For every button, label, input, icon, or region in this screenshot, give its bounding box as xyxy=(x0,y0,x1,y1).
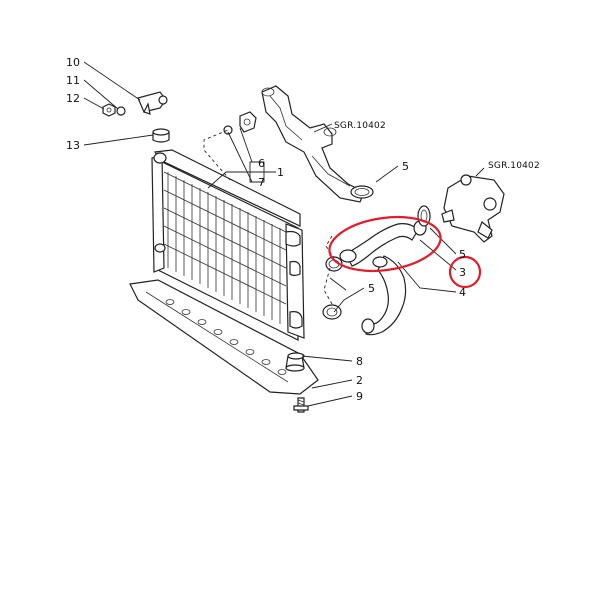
hose-4 xyxy=(361,255,407,336)
nut-12 xyxy=(102,103,116,117)
callout-8: 8 xyxy=(356,355,363,368)
cap-13 xyxy=(152,128,170,143)
callout-3: 3 xyxy=(459,266,466,279)
callout-7: 7 xyxy=(258,176,265,189)
reference-code-thermostat: SGR.10402 xyxy=(488,161,540,171)
rubber-mount-8 xyxy=(285,352,305,372)
callout-5-right: 5 xyxy=(459,248,466,261)
callout-6: 6 xyxy=(258,157,265,170)
lower-shroud xyxy=(129,279,319,395)
washer-11 xyxy=(116,106,126,116)
callout-11: 11 xyxy=(66,74,80,87)
upper-water-pipe xyxy=(261,85,365,203)
callout-13: 13 xyxy=(66,139,80,152)
callout-5-top: 5 xyxy=(402,160,409,173)
callout-9: 9 xyxy=(356,390,363,403)
callout-10: 10 xyxy=(66,56,80,69)
callout-2: 2 xyxy=(356,374,363,387)
sensor-10 xyxy=(137,91,168,115)
thermostat-housing xyxy=(441,174,505,243)
highlight-circle-callout-3 xyxy=(448,255,482,289)
callout-5-mid: 5 xyxy=(368,282,375,295)
highlight-ellipse-hose-3 xyxy=(328,215,442,273)
bolt-9 xyxy=(293,397,309,413)
hose-clamp xyxy=(350,185,374,199)
callout-12: 12 xyxy=(66,92,80,105)
reference-code-upper-pipe: SGR.10402 xyxy=(334,121,386,131)
callout-1: 1 xyxy=(277,166,284,179)
leader-lines xyxy=(83,61,485,407)
bleed-screw-6 xyxy=(239,111,257,133)
radiator xyxy=(151,149,305,341)
washer-7 xyxy=(223,125,233,135)
callout-4: 4 xyxy=(459,286,466,299)
